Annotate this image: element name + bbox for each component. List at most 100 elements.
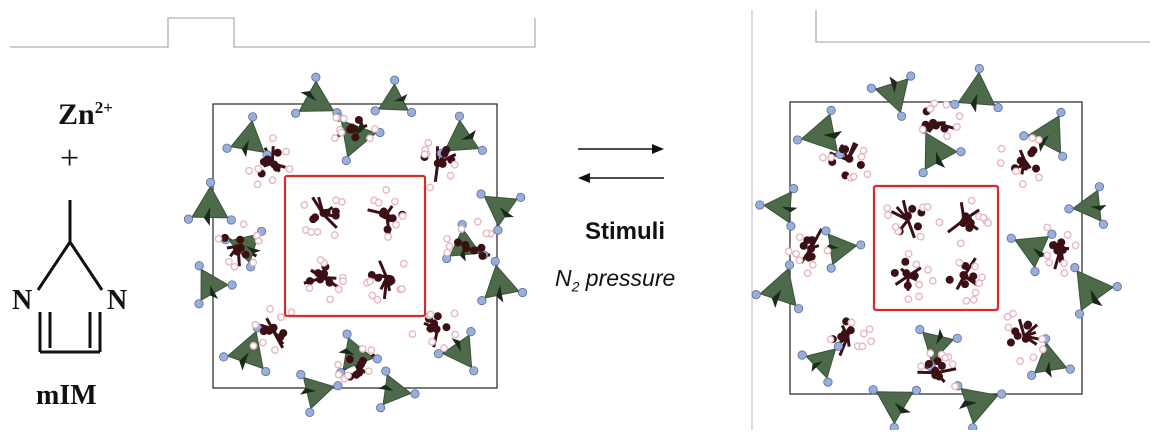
nitrogen-atom (312, 73, 320, 81)
hydrogen-atom (864, 171, 870, 177)
nitrogen-atom (1020, 132, 1028, 140)
nitrogen-atom (195, 262, 203, 270)
carbon-atom (1021, 162, 1029, 170)
hydrogen-atom (1044, 224, 1050, 230)
nitrogen-atom (1059, 152, 1067, 160)
nitrogen-atom (857, 241, 865, 249)
nitrogen-atom (994, 103, 1002, 111)
hydrogen-atom (892, 224, 898, 230)
hydrogen-atom (963, 298, 969, 304)
hydrogen-atom (333, 114, 339, 120)
nitrogen-atom (907, 72, 915, 80)
hydrogen-atom (246, 168, 252, 174)
nitrogen-atom (834, 342, 842, 350)
hydrogen-atom (956, 113, 962, 119)
hydrogen-atom (240, 221, 246, 227)
carbon-atom (477, 244, 485, 252)
hydrogen-atom (859, 343, 865, 349)
hydrogen-atom (1036, 137, 1042, 143)
nitrogen-atom (969, 424, 977, 430)
nitrogen-atom (1075, 310, 1083, 318)
hydrogen-atom (444, 236, 450, 242)
carbon-atom (434, 312, 442, 320)
hydrogen-atom (447, 172, 453, 178)
zn-tetrahedron (1015, 237, 1049, 268)
carbon-atom (346, 355, 354, 363)
hydrogen-atom (252, 322, 258, 328)
hydrogen-atom (1044, 252, 1050, 258)
nitrogen-atom (306, 408, 314, 416)
hydrogen-atom (950, 361, 956, 367)
zn-tetrahedron (228, 332, 264, 369)
hydrogen-atom (1017, 358, 1023, 364)
nitrogen-atom (997, 390, 1005, 398)
carbon-atom (925, 360, 933, 368)
hydrogen-atom (1039, 336, 1045, 342)
hydrogen-atom (250, 343, 256, 349)
carbon-atom (961, 280, 969, 288)
hydrogen-atom (427, 311, 433, 317)
hydrogen-atom (972, 289, 978, 295)
carbon-atom (233, 244, 241, 252)
hydrogen-atom (429, 339, 435, 345)
nitrogen-atom (494, 226, 502, 234)
carbon-atom (914, 222, 922, 230)
carbon-atom (316, 275, 324, 283)
carbon-atom (441, 149, 449, 157)
nitrogen-atom (785, 261, 793, 269)
hydrogen-atom (997, 160, 1003, 166)
nitrogen-atom (467, 327, 475, 335)
carbon-atom (348, 124, 356, 132)
hydrogen-atom (332, 135, 338, 141)
carbon-atom (380, 208, 388, 216)
nitrogen-atom (1066, 365, 1074, 373)
nitrogen-atom (376, 404, 384, 412)
nitrogen-atom (869, 386, 877, 394)
hydrogen-atom (1064, 232, 1070, 238)
hydrogen-atom (936, 219, 942, 225)
hydrogen-atom (810, 262, 816, 268)
hydrogen-atom (848, 319, 854, 325)
nitrogen-label-left: N (12, 285, 32, 317)
zn-tetrahedron (806, 349, 836, 378)
hydrogen-atom (824, 248, 830, 254)
carbon-atom (1032, 165, 1040, 173)
hydrogen-atom (931, 100, 937, 106)
carbon-atom (837, 333, 845, 341)
carbon-atom (264, 155, 272, 163)
zn-tetrahedron (801, 114, 837, 151)
carbon-atom (442, 323, 450, 331)
hydrogen-atom (288, 309, 294, 315)
nitrogen-atom (195, 300, 203, 308)
carbon-atom (908, 205, 916, 213)
carbon-atom (270, 160, 278, 168)
zn-tetrahedron (1077, 271, 1113, 310)
hydrogen-atom (917, 233, 923, 239)
zinc-ion-label: Zn2+ (58, 98, 113, 132)
hydrogen-atom (267, 306, 273, 312)
nitrogen-atom (371, 107, 379, 115)
nitrogen-atom (228, 281, 236, 289)
carbon-atom (454, 238, 462, 246)
nitrogen-atom (491, 257, 499, 265)
linker-name: mIM (36, 380, 97, 412)
zn-tetrahedron (304, 378, 335, 409)
hydrogen-atom (451, 161, 457, 167)
hydrogen-atom (979, 274, 985, 280)
carbon-atom (845, 155, 853, 163)
nitrogen-atom (227, 216, 235, 224)
hydrogen-atom (905, 251, 911, 257)
hydrogen-atom (400, 213, 406, 219)
hydrogen-atom (954, 124, 960, 130)
carbon-atom (1027, 149, 1035, 157)
nitrogen-atom (822, 227, 830, 235)
hydrogen-atom (327, 296, 333, 302)
hydrogen-atom (393, 222, 399, 228)
hydrogen-atom (944, 133, 950, 139)
nitrogen-atom (953, 334, 961, 342)
carbon-atom (808, 253, 816, 261)
nitrogen-atom (824, 378, 832, 386)
hydrogen-atom (458, 226, 464, 232)
carbon-atom (839, 145, 847, 153)
carbon-atom (389, 214, 397, 222)
